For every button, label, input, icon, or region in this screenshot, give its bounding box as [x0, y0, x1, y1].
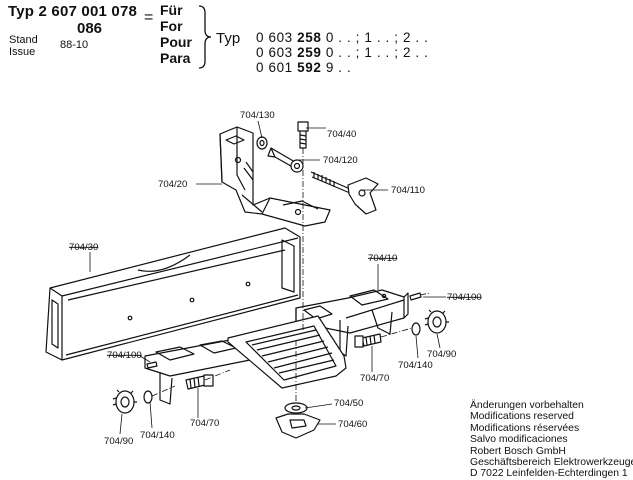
guide-rail: [227, 315, 347, 389]
target-line-3: 0 601 592 9 . .: [256, 60, 352, 75]
label-704-100-left: 704/100: [107, 350, 142, 361]
lang-fr: Pour: [160, 34, 192, 50]
label-704-140-left: 704/140: [140, 430, 175, 441]
assembly-lines: [151, 148, 431, 402]
target-line-2: 0 603 259 0 . . ; 1 . . ; 2 . .: [256, 45, 429, 60]
notes-block: Änderungen vorbehalten Modifications res…: [470, 400, 633, 480]
note-line: Änderungen vorbehalten: [470, 400, 584, 411]
label-704-70-right: 704/70: [360, 373, 389, 384]
brace: [198, 5, 212, 69]
stand-issue-label: Stand Issue: [9, 34, 38, 58]
leader-lines: [89, 120, 446, 435]
screw-704-70-left: [185, 374, 214, 390]
left-slide-bracket: [144, 339, 251, 405]
company-division: Geschäftsbereich Elektrowerkzeuge: [470, 457, 633, 469]
type-number-suffix: 086: [77, 20, 103, 37]
sleeve-704-120: [267, 147, 304, 173]
note-line: Salvo modificaciones: [470, 434, 568, 446]
target-line-1: 0 603 258 0 . . ; 1 . . ; 2 . .: [256, 30, 429, 45]
lang-es: Para: [160, 50, 191, 66]
target-typ-label: Typ: [216, 30, 241, 47]
extension-704-10: [295, 289, 409, 357]
lang-en: For: [160, 18, 183, 34]
washer-704-140-right: [411, 322, 421, 336]
note-line: Modifications réservées: [470, 422, 580, 434]
pin-704-100-left: [146, 361, 158, 369]
label-704-100-right: 704/100: [447, 292, 482, 303]
label-704-40: 704/40: [327, 129, 356, 140]
base-fence-704-30: [45, 227, 301, 361]
issue-value: 88-10: [60, 39, 89, 51]
screw-704-70-right: [354, 333, 382, 348]
washer-704-130: [256, 136, 268, 150]
label-704-30: 704/30: [69, 242, 98, 253]
label-704-140-right: 704/140: [398, 360, 433, 371]
label-704-20: 704/20: [158, 179, 187, 190]
label-704-110: 704/110: [391, 185, 425, 196]
label-704-10: 704/10: [368, 253, 397, 264]
stand-label: Stand: [9, 34, 38, 46]
label-704-50: 704/50: [334, 398, 363, 409]
company-name: Robert Bosch GmbH: [470, 445, 566, 457]
knob-704-90-right: [424, 309, 449, 334]
lang-de: Für: [160, 2, 183, 18]
clamp-lever-704-110: [310, 171, 379, 215]
label-704-90-right: 704/90: [427, 349, 456, 360]
type-number: Typ 2 607 001 078: [8, 3, 138, 20]
clamp-knob-704-60: [275, 413, 321, 439]
label-704-120: 704/120: [323, 155, 358, 166]
washer-704-50: [284, 402, 308, 414]
label-704-60: 704/60: [338, 419, 367, 430]
upright-fence-704-20: [219, 126, 331, 227]
label-704-130: 704/130: [240, 110, 275, 121]
screw-704-40: [297, 121, 309, 149]
label-704-90-left: 704/90: [104, 436, 133, 447]
company-address: D 7022 Leinfelden-Echterdingen 1: [470, 468, 628, 480]
knob-704-90-left: [112, 389, 137, 414]
equals-sign: =: [144, 9, 154, 26]
issue-label: Issue: [9, 46, 36, 58]
note-line: Modifications reserved: [470, 411, 574, 423]
pin-704-100-right: [409, 292, 422, 301]
washer-704-140-left: [143, 390, 153, 404]
label-704-70-left: 704/70: [190, 418, 219, 429]
